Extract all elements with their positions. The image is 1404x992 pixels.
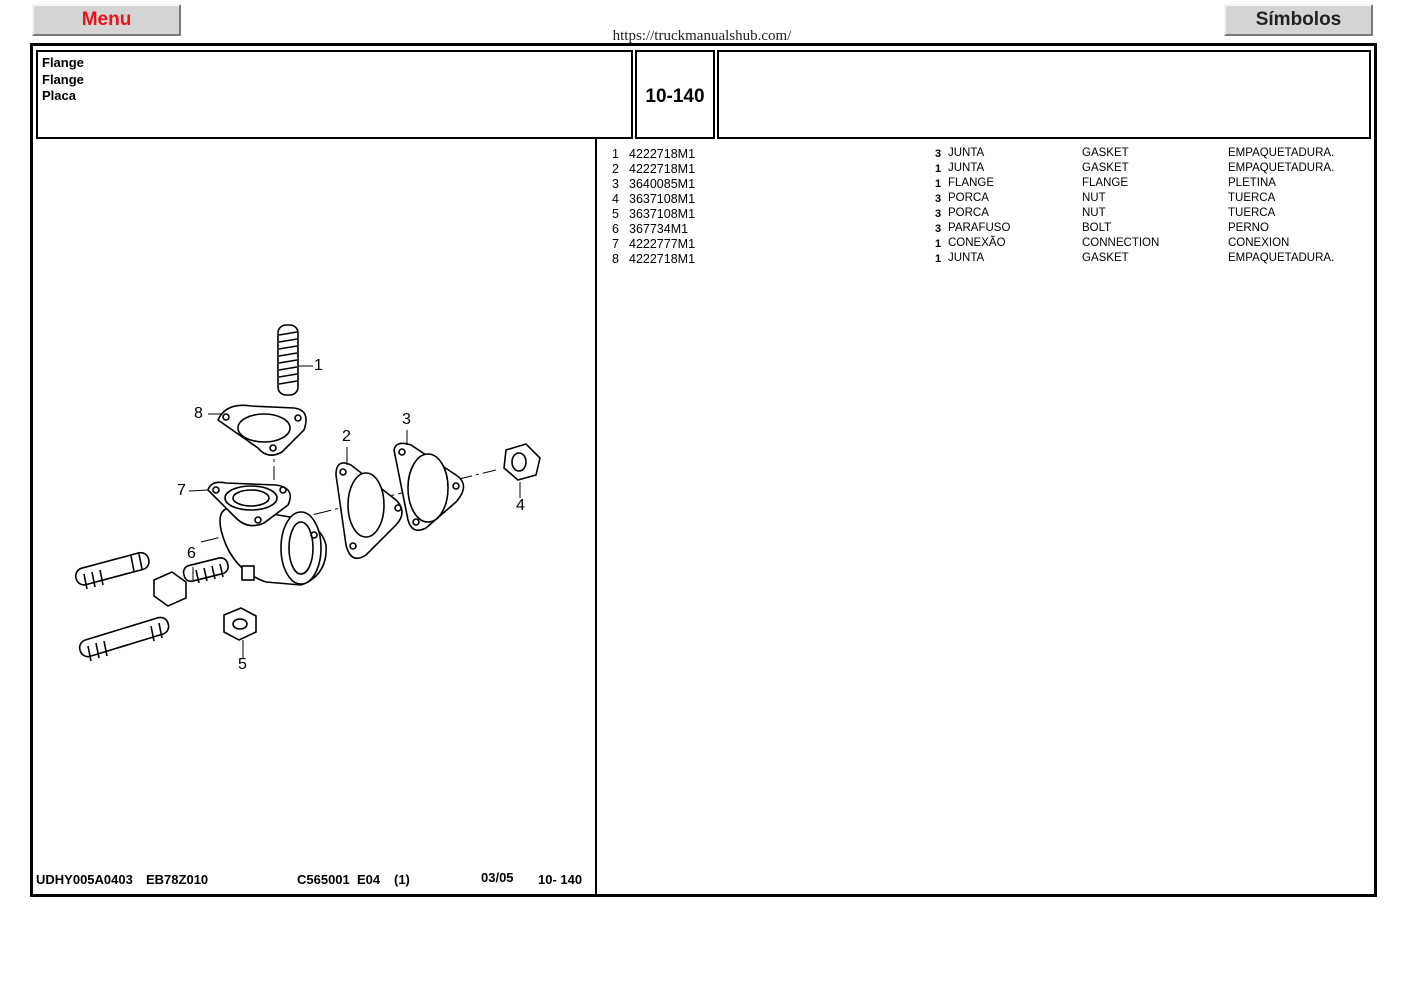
part-number: 367734M1 bbox=[629, 222, 689, 236]
title-pt: Flange bbox=[42, 55, 84, 70]
desc-en: BOLT bbox=[1082, 222, 1112, 234]
page-frame bbox=[30, 43, 1377, 897]
desc-en: GASKET bbox=[1082, 147, 1129, 159]
part-connection-7 bbox=[207, 481, 327, 586]
desc-es: EMPAQUETADURA. bbox=[1228, 147, 1335, 159]
desc-pt: JUNTA bbox=[948, 162, 985, 174]
desc-es: EMPAQUETADURA. bbox=[1228, 162, 1335, 174]
item-number: 5 bbox=[612, 207, 619, 221]
part-number: 3640085M1 bbox=[629, 177, 696, 191]
quantity: 1 bbox=[935, 163, 942, 175]
quantity: 1 bbox=[935, 238, 942, 250]
desc-en: CONNECTION bbox=[1082, 237, 1160, 249]
desc-pt: CONEXÃO bbox=[948, 237, 1006, 249]
desc-en: FLANGE bbox=[1082, 177, 1129, 189]
desc-es: EMPAQUETADURA. bbox=[1228, 252, 1335, 264]
part-stud-1 bbox=[277, 324, 299, 396]
desc-es: TUERCA bbox=[1228, 207, 1276, 219]
quantity: 3 bbox=[935, 208, 942, 220]
simbolos-button[interactable]: Símbolos bbox=[1224, 4, 1373, 36]
quantity: 1 bbox=[935, 178, 942, 190]
desc-en: NUT bbox=[1082, 192, 1106, 204]
desc-es: CONEXION bbox=[1228, 237, 1290, 249]
part-nut-4 bbox=[503, 443, 541, 481]
section-code: 10-140 bbox=[635, 50, 715, 139]
callout-8: 8 bbox=[194, 405, 203, 422]
item-number: 2 bbox=[612, 162, 619, 176]
source-url: https://truckmanualshub.com/ bbox=[612, 28, 792, 44]
footer-code: 10- 140 bbox=[538, 872, 583, 887]
item-number: 4 bbox=[612, 192, 619, 206]
exploded-parts-diagram bbox=[74, 324, 541, 662]
item-number: 3 bbox=[612, 177, 619, 191]
part-number: 3637108M1 bbox=[629, 207, 696, 221]
header-blank-box bbox=[717, 50, 1371, 139]
callout-5: 5 bbox=[238, 656, 247, 673]
item-number: 1 bbox=[612, 147, 619, 161]
section-titles: Flange Flange Placa bbox=[36, 50, 633, 139]
item-number: 8 bbox=[612, 252, 619, 266]
footer-serial: C565001 E04 bbox=[297, 872, 381, 887]
desc-pt: FLANGE bbox=[948, 177, 995, 189]
footer-date: 03/05 bbox=[481, 870, 514, 885]
footer-ref2: EB78Z010 bbox=[146, 872, 209, 887]
diagram-callouts: 1 2 3 4 5 6 7 8 bbox=[36, 280, 591, 700]
desc-es: TUERCA bbox=[1228, 192, 1276, 204]
part-number: 4222718M1 bbox=[629, 162, 696, 176]
desc-pt: PORCA bbox=[948, 192, 989, 204]
desc-pt: JUNTA bbox=[948, 252, 985, 264]
desc-en: GASKET bbox=[1082, 162, 1129, 174]
desc-pt: PARAFUSO bbox=[948, 222, 1011, 234]
quantity: 3 bbox=[935, 223, 942, 235]
quantity: 1 bbox=[935, 253, 942, 265]
callout-1: 1 bbox=[314, 357, 323, 374]
callout-7: 7 bbox=[177, 482, 186, 499]
desc-pt: PORCA bbox=[948, 207, 989, 219]
title-en: Flange bbox=[42, 71, 84, 87]
part-stud-upper bbox=[74, 551, 150, 590]
part-number: 4222777M1 bbox=[629, 237, 696, 251]
title-es: Placa bbox=[42, 88, 76, 103]
quantity: 3 bbox=[935, 193, 942, 205]
part-number: 4222718M1 bbox=[629, 147, 696, 161]
item-number: 7 bbox=[612, 237, 619, 251]
desc-en: GASKET bbox=[1082, 252, 1129, 264]
column-divider bbox=[595, 139, 597, 895]
desc-pt: JUNTA bbox=[948, 147, 985, 159]
quantity: 3 bbox=[935, 148, 942, 160]
desc-es: PLETINA bbox=[1228, 177, 1276, 189]
callout-3: 3 bbox=[402, 411, 411, 428]
footer-sheet: (1) bbox=[394, 872, 410, 887]
callout-2: 2 bbox=[342, 428, 351, 445]
part-gasket-2 bbox=[335, 462, 403, 560]
desc-en: NUT bbox=[1082, 207, 1106, 219]
page-footer: UDHY005A0403 EB78Z010 C565001 E04 (1) 03… bbox=[36, 870, 591, 890]
part-number: 3637108M1 bbox=[629, 192, 696, 206]
part-number: 4222718M1 bbox=[629, 252, 696, 266]
part-nut-5 bbox=[223, 607, 257, 641]
menu-button[interactable]: Menu bbox=[32, 4, 181, 36]
callout-6: 6 bbox=[187, 545, 196, 562]
footer-ref1: UDHY005A0403 bbox=[36, 872, 133, 887]
part-stud-lower bbox=[78, 616, 170, 662]
part-bolt-6 bbox=[153, 557, 229, 607]
item-number: 6 bbox=[612, 222, 619, 236]
part-gasket-8 bbox=[217, 404, 307, 456]
part-flange-3 bbox=[393, 442, 465, 531]
desc-es: PERNO bbox=[1228, 222, 1269, 234]
callout-4: 4 bbox=[516, 497, 525, 514]
